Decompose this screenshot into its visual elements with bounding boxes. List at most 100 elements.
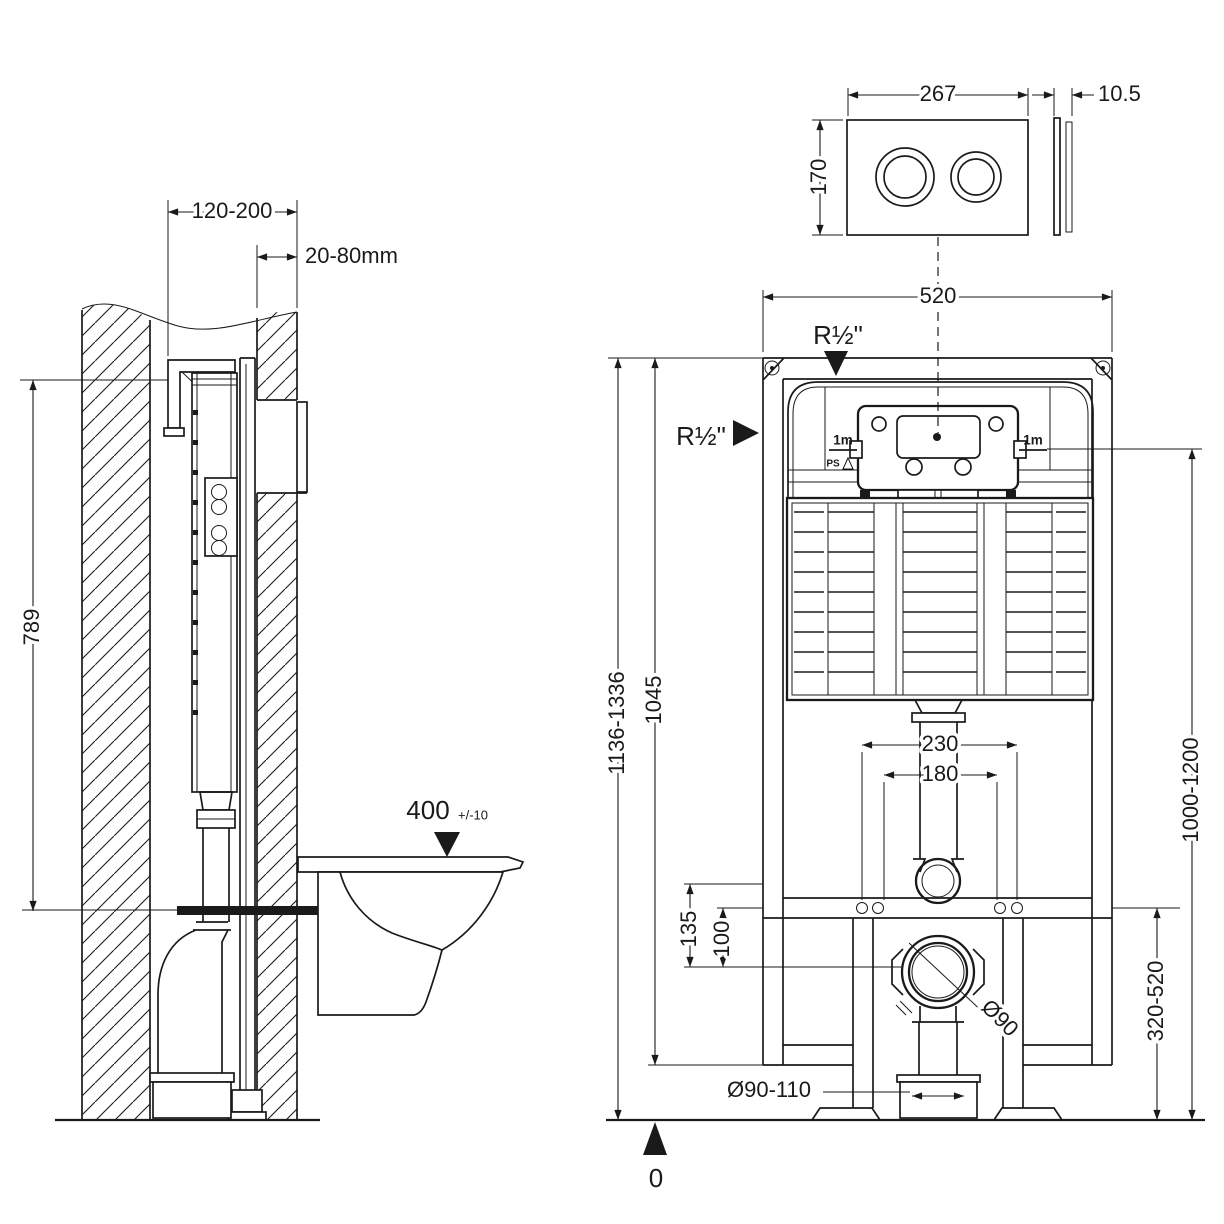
label-water-supply-side: R½" [676,421,726,451]
flush-plate-face [846,119,1029,236]
bowl-body [317,871,505,1016]
flush-collar [911,712,966,723]
bowl-inlet-inner [921,864,955,898]
dim-outlet-spacing-inner: 180 [922,761,959,786]
seat-height-pointer [434,832,460,857]
dimensions: 267 10.5 170 520 1136-1336 1045 R½" R½" … [15,77,1206,1196]
cistern-clip-dots [193,410,198,715]
dim-plate-height: 170 [806,159,831,196]
drain-plate [149,1072,235,1083]
bowl-inlet-outer [914,857,962,905]
fixing-bolt-bar [177,906,318,915]
frame-legs [852,918,1024,1108]
dim-offset-100: 100 [709,921,734,958]
finish-wall-upper-hatch [257,310,297,400]
frame-screw-center [770,366,774,370]
access-hole [954,458,972,476]
label-ps-mark: PS [826,459,840,470]
access-hole [871,416,887,432]
frame-rail-side [239,357,256,1090]
drain-base-box [152,1081,232,1119]
dim-wall-finish: 20-80mm [305,243,398,268]
shroud-crossbar [788,387,1093,483]
bracket-hole [211,540,227,556]
drain-connector-box [899,1081,978,1119]
bowl-inner-curve [339,871,443,951]
dim-offset-135: 135 [676,911,701,948]
cistern-plate-inner [791,502,1089,696]
label-hose-left: 1m [833,433,853,448]
outlet-tab-lines [895,1000,913,1016]
drain-flange [896,1074,981,1083]
frame-foot-right [992,1107,1064,1121]
dim-frame-body-height: 1045 [641,676,666,725]
label-water-supply-top: R½" [813,320,863,350]
wall-edges [81,310,307,1120]
dim-outlet-spacing-outer: 230 [922,731,959,756]
flush-pipe-front [913,722,964,873]
frame-foot-left [810,1107,882,1121]
dim-overall-height: 1136-1336 [604,671,629,775]
outlet-diameter-line [908,942,1003,1031]
rail-hole [1011,902,1023,914]
cistern-side-body [191,372,238,793]
front-view [606,357,1205,1155]
dim-plate-thickness: 10.5 [1098,81,1141,106]
frame-screw-hole [1095,360,1111,376]
flush-button-small-outer [950,151,1002,203]
label-hose-right: 1m [1023,433,1043,448]
tank-shroud-outer [787,381,1094,498]
label-floor-datum: 0 [649,1163,663,1193]
rail-hole [856,902,868,914]
flush-reducer [913,699,964,714]
flush-button-large-outer [875,147,935,207]
flush-plate-frame-edge [1065,121,1073,233]
dim-drain-connector: Ø90-110 [727,1077,811,1102]
seat-slab [297,856,525,873]
wall-bracket-foot [163,427,185,437]
fixing-rail [763,897,1112,919]
dim-plate-width: 267 [920,81,957,106]
flush-plate-sleeve [296,401,308,493]
drain-elbow [157,921,231,1073]
finish-wall-lower-hatch [257,493,297,1120]
cistern-plate [785,496,1095,702]
flush-bend-neck [198,791,234,811]
dim-seat-height: 400 [406,795,449,825]
access-hole [988,416,1004,432]
frame-screw-hole [764,360,780,376]
access-window [896,415,981,459]
outlet-pipe [912,1006,964,1075]
dim-outlet-diameter: Ø90 [977,994,1024,1041]
rail-hole [994,902,1006,914]
side-view [55,303,525,1122]
dim-inlet-height-range: 1000-1200 [1178,737,1203,842]
bracket-hole [211,499,227,515]
structural-wall-hatch [82,304,150,1120]
outlet-shoulders [891,948,985,996]
frame-foot-base-side [227,1111,267,1121]
outlet-housing [900,934,976,1010]
flush-button-small-inner [957,158,995,196]
grid-slats [794,511,1086,673]
dim-frame-depth: 120-200 [192,198,273,223]
frame-foot-side [231,1089,263,1113]
frame-screw-center [1101,366,1105,370]
grid-columns [827,503,1053,695]
access-hole [905,458,923,476]
dim-seat-height-tolerance: +/-10 [458,807,488,822]
wall-break-line [81,303,298,330]
flush-plate-edge-view [1053,117,1061,236]
dim-cistern-top-height: 789 [19,609,44,646]
rail-hole [872,902,884,914]
floor-datum-triangle [643,1122,667,1155]
dim-outlet-height-range: 320-520 [1143,961,1168,1042]
supply-pointer-side [733,420,759,446]
outlet-bore [911,945,965,999]
flush-button-large-inner [883,155,927,199]
center-mark-dot [933,433,941,441]
dim-frame-width: 520 [920,283,957,308]
cistern-side-lines [192,373,237,792]
